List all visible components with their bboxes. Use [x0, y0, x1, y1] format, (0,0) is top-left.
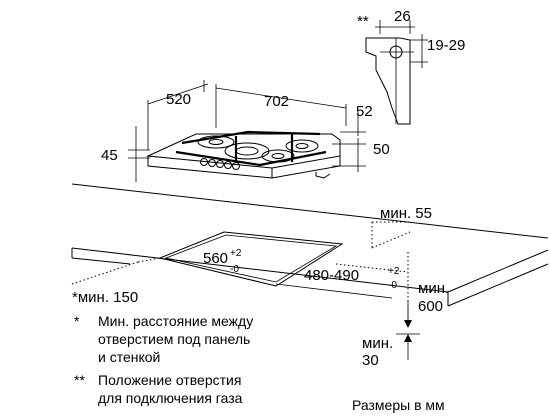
side-profile-detail — [365, 20, 428, 125]
dim-min-600-label: мин. — [418, 280, 449, 297]
dim-560-tol-minus: -0 — [230, 264, 239, 275]
dim-560: 560 — [203, 250, 228, 267]
dim-min-600-value: 600 — [418, 298, 443, 315]
hob-dimension-lines — [128, 80, 366, 182]
note1-marker: * — [74, 313, 80, 329]
dim-52: 52 — [356, 103, 373, 120]
dim-480-tol-minus: -0 — [388, 280, 397, 291]
note2-line1: Положение отверстия — [98, 372, 241, 388]
clearance-lines — [71, 221, 411, 324]
dim-45: 45 — [101, 147, 118, 164]
dim-702: 702 — [264, 93, 289, 110]
dim-480-tol-plus: +2 — [388, 266, 400, 277]
dim-min-55: мин. 55 — [380, 205, 432, 222]
min-30-arrows — [396, 333, 420, 360]
note1-line3: и стенкой — [98, 349, 160, 365]
note2-line2: для подключения газа — [98, 390, 243, 406]
worktop-cutout — [158, 231, 344, 287]
min-600-arrows — [404, 300, 412, 328]
dim-50: 50 — [373, 141, 390, 158]
footnotes: * Мин. расстояние между отверстием под п… — [74, 313, 253, 406]
hob-drawing — [146, 130, 341, 179]
dim-min-150: *мин. 150 — [72, 289, 138, 306]
dim-min-30-label: мин. — [362, 335, 393, 352]
dim-26: 26 — [394, 8, 411, 25]
units-caption: Размеры в мм — [352, 397, 445, 413]
worktop — [71, 183, 549, 307]
dim-min-30-value: 30 — [362, 352, 379, 369]
dim-line-480-490 — [275, 283, 393, 299]
dim-19-29: 19-29 — [427, 37, 465, 54]
note2-marker: ** — [74, 372, 85, 388]
dim-480-490: 480-490 — [304, 267, 359, 284]
dim-560-tol-plus: +2 — [230, 248, 242, 259]
dim-520: 520 — [166, 91, 191, 108]
note1-line2: отверстием под панель — [98, 331, 250, 347]
gas-position-marker: ** — [357, 13, 369, 30]
note1-line1: Мин. расстояние между — [98, 313, 253, 329]
